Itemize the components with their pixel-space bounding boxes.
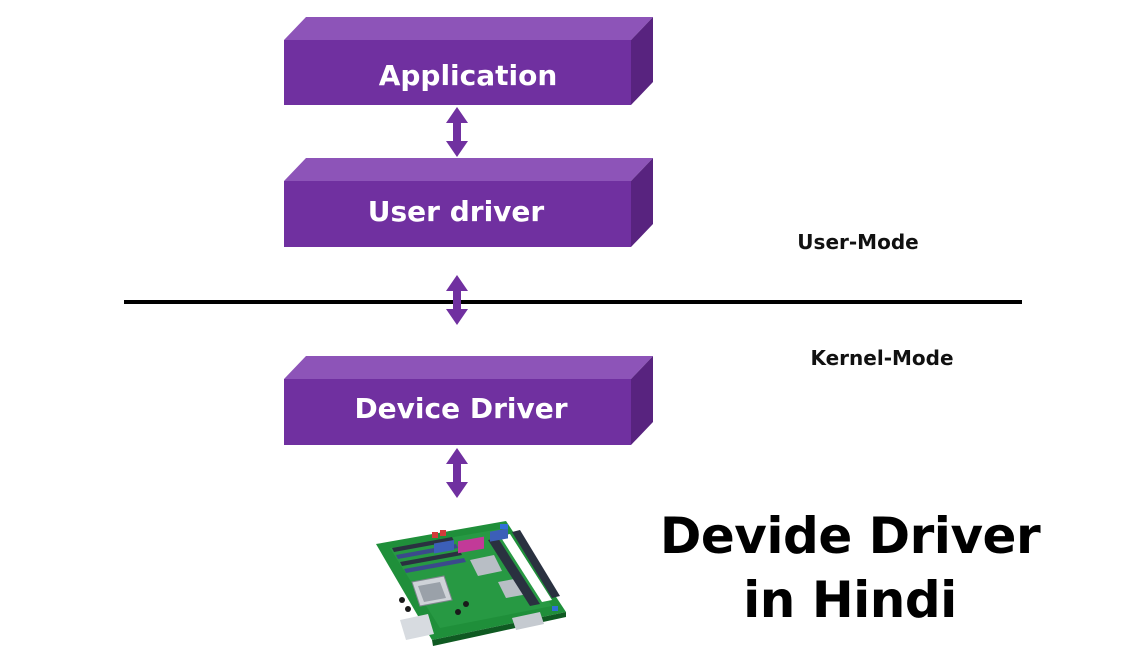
device-driver-box-side [631, 356, 653, 445]
user-driver-label: User driver [368, 195, 545, 228]
application-box: Application [284, 17, 653, 105]
kernel-mode-label: Kernel-Mode [810, 346, 953, 370]
user-driver-box: User driver [284, 158, 653, 247]
arrow-user-driver-to-device-driver [446, 275, 468, 325]
arrow-device-driver-to-hardware [446, 448, 468, 498]
application-box-front [284, 40, 631, 105]
device-driver-box-top [284, 356, 653, 379]
device-driver-box-front [284, 379, 631, 445]
motherboard-icon [376, 521, 566, 646]
application-box-top [284, 17, 653, 40]
page-title-line-2: in Hindi [743, 571, 957, 629]
application-box-side [631, 17, 653, 105]
page-title-line-1: Devide Driver [659, 507, 1041, 565]
user-driver-box-side [631, 158, 653, 247]
device-driver-label: Device Driver [354, 392, 567, 425]
application-label: Application [379, 59, 558, 92]
user-driver-box-top [284, 158, 653, 181]
arrow-app-to-user-driver [446, 107, 468, 157]
user-driver-box-front [284, 181, 631, 247]
user-mode-label: User-Mode [797, 230, 918, 254]
page-title: Devide Driver in Hindi [620, 504, 1080, 632]
device-driver-box: Device Driver [284, 356, 653, 445]
